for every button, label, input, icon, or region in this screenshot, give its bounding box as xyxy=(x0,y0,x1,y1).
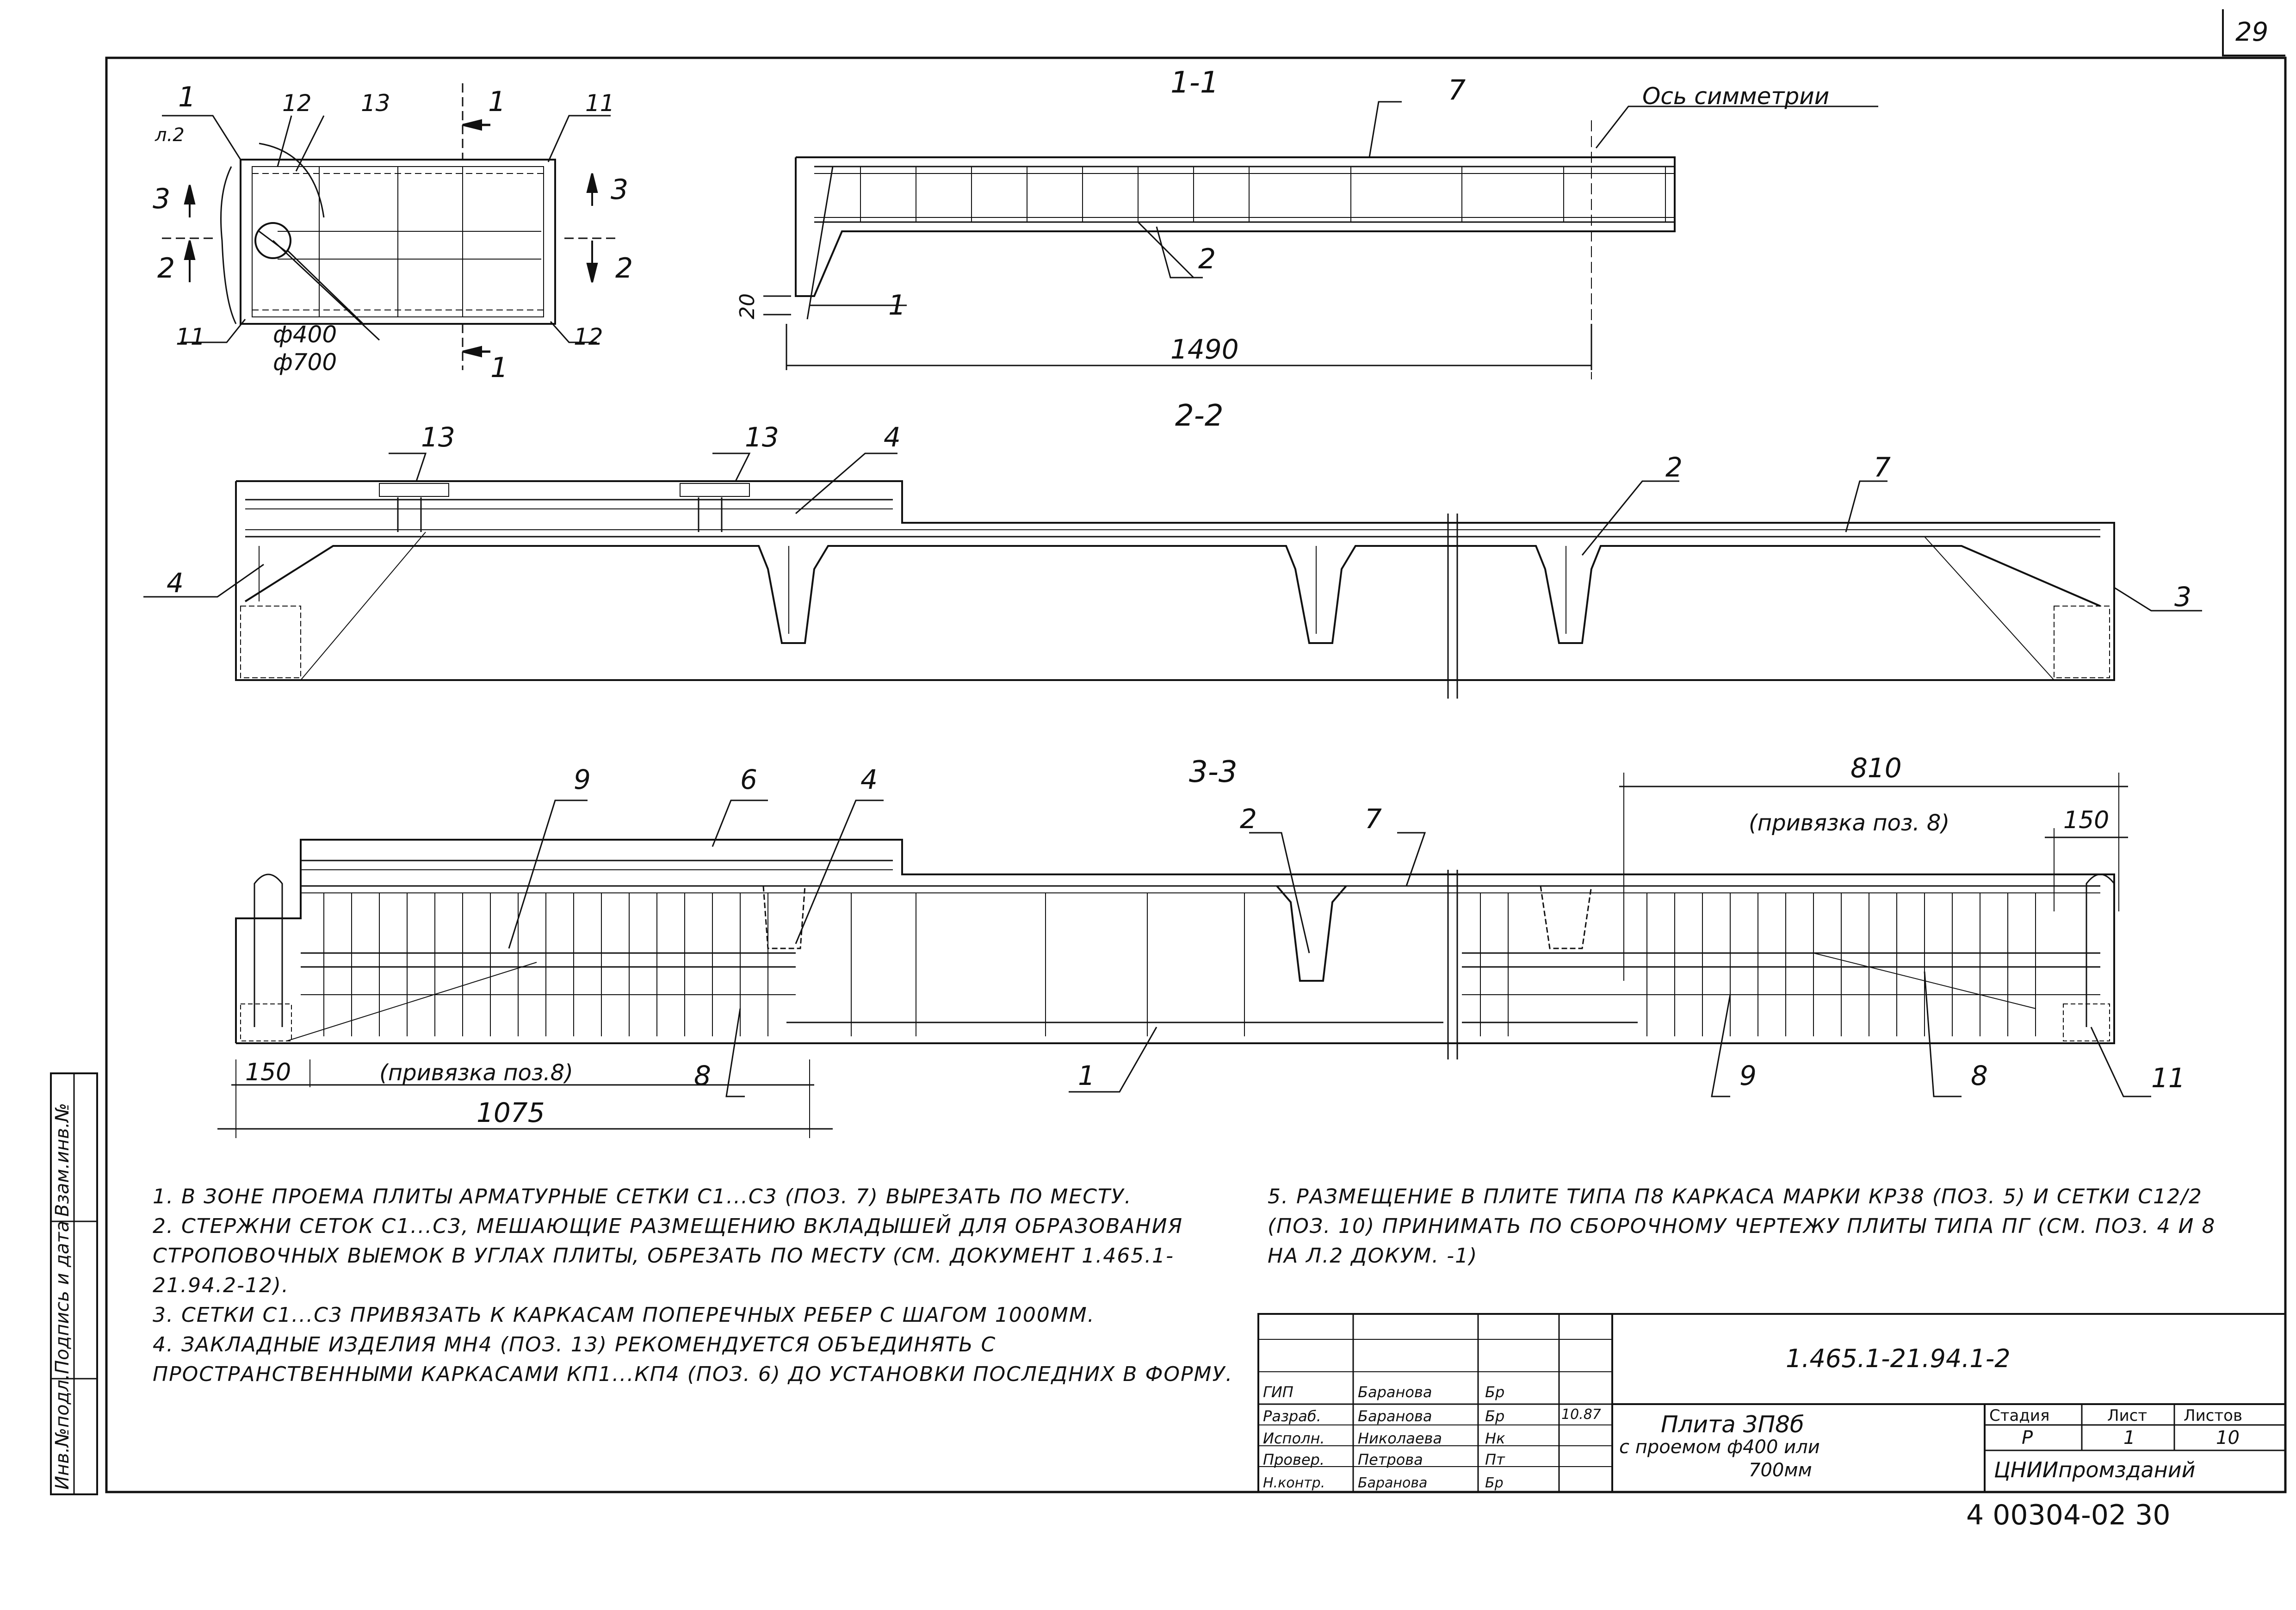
note-5: 5. Размещение в плите типа П8 каркаса ма… xyxy=(1268,1185,2223,1268)
section-1-1-pos-1: 1 xyxy=(888,289,906,322)
plan-diameter-700: ф700 xyxy=(273,349,337,376)
archive-code: 4 00304-02 30 xyxy=(1966,1499,2171,1531)
sign-ispoln: Нк xyxy=(1485,1430,1505,1447)
plan-mark-3-left: 3 xyxy=(153,183,170,215)
sheets-value: 10 xyxy=(2216,1427,2240,1449)
title-block-grid xyxy=(1257,1313,2286,1493)
plan-diameter-400: ф400 xyxy=(273,321,337,348)
section-3-3-pos-6: 6 xyxy=(740,764,757,795)
section-2-2-pos-13a: 13 xyxy=(421,421,455,453)
stamp-inv-podl: Инв.№подл. xyxy=(52,1374,73,1490)
section-2-2-view xyxy=(143,452,2202,699)
note-1: 1. В зоне проема плиты арматурные сетки … xyxy=(153,1185,1132,1208)
section-3-3-dim-150-left: 150 xyxy=(245,1059,291,1086)
section-3-3-binding-right: (привязка поз. 8) xyxy=(1749,810,1949,836)
plan-mark-3-right: 3 xyxy=(611,173,628,206)
section-3-3-pos-4: 4 xyxy=(860,764,878,795)
section-2-2-pos-4-top: 4 xyxy=(884,421,901,453)
section-2-2-pos-3: 3 xyxy=(2174,581,2191,613)
note-3: 3. Сетки С1...С3 привязать к каркасам по… xyxy=(153,1303,1095,1327)
section-3-3-pos-11: 11 xyxy=(2151,1062,2185,1094)
name-prover: Петрова xyxy=(1358,1451,1423,1468)
section-2-2-label: 2-2 xyxy=(1175,399,1224,433)
plan-mark-section1-top: 1 xyxy=(488,86,506,118)
drawing-title-line2: с проемом ф400 или xyxy=(1619,1437,1820,1458)
role-prover: Провер. xyxy=(1263,1451,1324,1468)
plan-mark-2-right: 2 xyxy=(615,252,633,285)
plan-view xyxy=(162,83,615,370)
section-2-2-pos-2: 2 xyxy=(1665,452,1683,483)
section-3-3-pos-9-right: 9 xyxy=(1739,1060,1757,1091)
section-3-3-pos-1: 1 xyxy=(1078,1060,1095,1091)
sign-nkontr: Бр xyxy=(1485,1475,1504,1491)
stage-value: Р xyxy=(2022,1427,2033,1449)
section-3-3-binding-left: (привязка поз.8) xyxy=(379,1060,573,1086)
role-ispoln: Исполн. xyxy=(1263,1430,1325,1447)
plan-mark-sheet2: л.2 xyxy=(155,124,185,146)
page-number-box xyxy=(2222,9,2285,56)
name-ispoln: Николаева xyxy=(1358,1430,1442,1447)
section-3-3-pos-8-right: 8 xyxy=(1971,1060,1988,1091)
section-1-1-label: 1-1 xyxy=(1170,66,1219,100)
doc-code: 1.465.1-21.94.1-2 xyxy=(1786,1344,2011,1373)
section-1-1-dim-20: 20 xyxy=(736,293,759,319)
plan-mark-11-bottom: 11 xyxy=(176,323,205,350)
section-3-3-view xyxy=(217,773,2151,1138)
stage-header: Стадия xyxy=(1989,1406,2050,1425)
organization: ЦНИИпромзданий xyxy=(1994,1457,2196,1482)
section-3-3-pos-7: 7 xyxy=(1365,803,1382,835)
note-2: 2. Стержни сеток С1...С3, мешающие разме… xyxy=(153,1214,1191,1297)
note-4: 4. Закладные изделия МН4 (поз. 13) реком… xyxy=(153,1333,1233,1386)
plan-mark-12: 12 xyxy=(282,90,312,117)
name-nkontr: Баранова xyxy=(1358,1475,1428,1491)
general-notes-left: 1. В зоне проема плиты арматурные сетки … xyxy=(153,1182,1254,1389)
drawing-title-line1: Плита 3П8б xyxy=(1661,1411,1804,1438)
role-gip: ГИП xyxy=(1263,1383,1293,1401)
sheet-header: Лист xyxy=(2107,1406,2147,1425)
section-2-2-pos-4-left: 4 xyxy=(167,567,184,599)
approval-date: 10.87 xyxy=(1561,1406,1601,1423)
plan-mark-section1-bottom: 1 xyxy=(490,352,508,384)
sign-prover: Пт xyxy=(1485,1451,1505,1468)
side-stamp: Инв.№подл. Подпись и дата Взам.инв.№ xyxy=(50,1072,98,1495)
plan-mark-13: 13 xyxy=(361,90,390,117)
stamp-signature-date: Подпись и дата xyxy=(52,1221,73,1374)
plan-mark-12-bottom: 12 xyxy=(574,323,603,350)
plan-mark-2-left: 2 xyxy=(157,252,175,285)
section-1-1-pos-7: 7 xyxy=(1448,74,1466,106)
name-razrab: Баранова xyxy=(1358,1407,1432,1425)
drawing-title-line3: 700мм xyxy=(1749,1460,1812,1481)
section-1-1-view xyxy=(763,101,1878,379)
section-1-1-dim-1490: 1490 xyxy=(1170,334,1239,365)
section-3-3-pos-8-left: 8 xyxy=(694,1060,711,1091)
sheets-header: Листов xyxy=(2184,1406,2243,1425)
section-3-3-pos-9: 9 xyxy=(574,764,591,795)
page-number: 29 xyxy=(2235,17,2268,47)
sign-gip: Бр xyxy=(1485,1383,1505,1401)
section-3-3-dim-150-right: 150 xyxy=(2063,806,2109,834)
section-2-2-pos-7: 7 xyxy=(1874,452,1891,483)
plan-mark-1: 1 xyxy=(178,81,196,113)
section-3-3-dim-810: 810 xyxy=(1850,752,1902,784)
section-2-2-pos-13b: 13 xyxy=(745,421,779,453)
general-notes-right: 5. Размещение в плите типа П8 каркаса ма… xyxy=(1268,1182,2239,1271)
plan-mark-11-top: 11 xyxy=(585,90,615,117)
section-3-3-dim-1075: 1075 xyxy=(477,1097,545,1128)
role-razrab: Разраб. xyxy=(1263,1407,1321,1425)
sheet-value: 1 xyxy=(2123,1427,2135,1449)
stamp-vzam-inv: Взам.инв.№ xyxy=(52,1103,73,1217)
sheet-frame xyxy=(105,56,2287,1493)
sign-razrab: Бр xyxy=(1485,1407,1505,1425)
section-1-1-pos-2: 2 xyxy=(1198,243,1216,275)
section-3-3-pos-2: 2 xyxy=(1240,803,1257,835)
section-1-1-axis-label: Ось симметрии xyxy=(1642,83,1829,110)
role-nkontr: Н.контр. xyxy=(1263,1475,1325,1491)
section-3-3-label: 3-3 xyxy=(1189,755,1238,789)
name-gip: Баранова xyxy=(1358,1383,1432,1401)
